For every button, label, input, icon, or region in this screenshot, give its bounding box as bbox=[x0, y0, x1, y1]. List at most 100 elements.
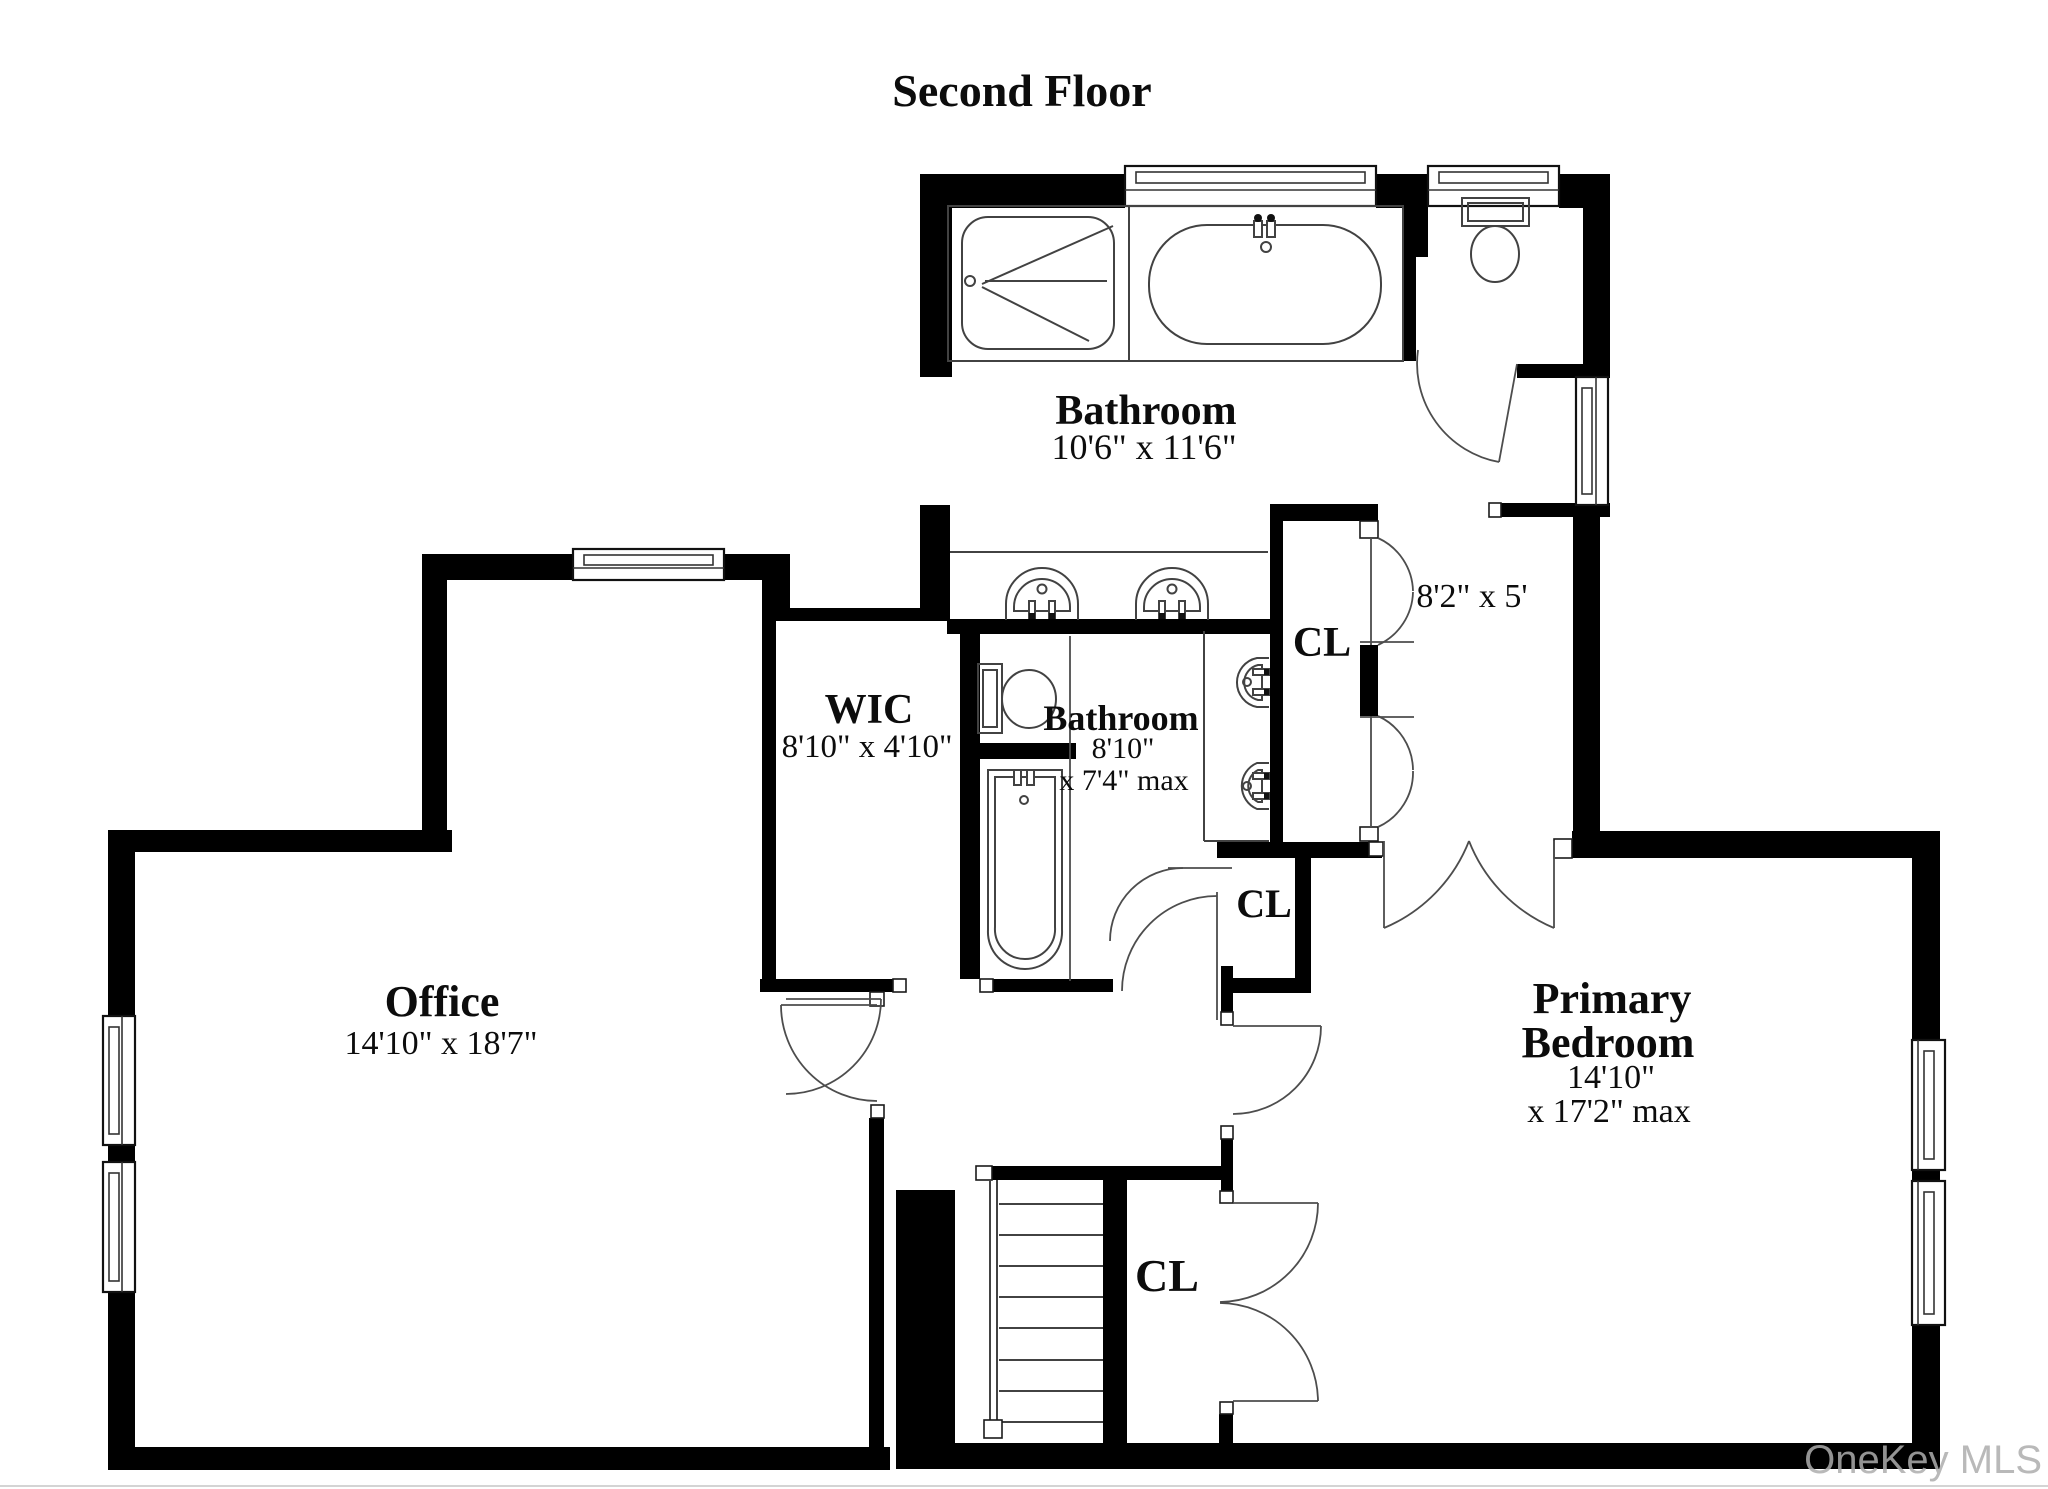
room-label-bathroom-main: Bathroom bbox=[1055, 388, 1236, 434]
office-door bbox=[780, 1004, 878, 1102]
wall bbox=[992, 1166, 1233, 1180]
wall bbox=[920, 505, 950, 621]
room-dim1-bedroom: 14'10" bbox=[1567, 1059, 1655, 1096]
wall bbox=[980, 743, 1076, 759]
window bbox=[1123, 164, 1378, 208]
room-dim2-bathroom-small: x 7'4" max bbox=[1059, 764, 1188, 797]
wall bbox=[1583, 174, 1610, 377]
door-jamb bbox=[1219, 1401, 1234, 1415]
fixtures bbox=[947, 197, 1530, 1439]
closet-label-hall: CL bbox=[1293, 620, 1351, 666]
newel-post bbox=[983, 1419, 1003, 1439]
wall bbox=[108, 1145, 135, 1162]
wall bbox=[422, 554, 447, 852]
door-jamb bbox=[1553, 838, 1573, 859]
wall bbox=[762, 608, 921, 621]
wall bbox=[896, 1190, 955, 1469]
wall bbox=[1912, 858, 1940, 1040]
wall bbox=[1912, 1170, 1940, 1181]
window bbox=[1910, 1038, 1947, 1172]
vanity-sinks bbox=[1203, 631, 1270, 842]
door-jamb bbox=[870, 1104, 885, 1119]
doors bbox=[780, 349, 1555, 1402]
wall bbox=[1219, 1414, 1233, 1443]
closet-label-lower: CL bbox=[1135, 1250, 1199, 1301]
room-dim2-bedroom: x 17'2" max bbox=[1527, 1093, 1691, 1130]
wall bbox=[896, 1443, 1940, 1469]
door-jamb bbox=[892, 978, 907, 993]
door-jambs bbox=[869, 502, 1573, 1415]
bathroom-door bbox=[1416, 349, 1518, 463]
wall bbox=[1221, 1180, 1233, 1191]
door-jamb bbox=[1359, 826, 1379, 842]
door-jamb bbox=[1488, 502, 1502, 518]
wall bbox=[422, 554, 573, 580]
wall bbox=[760, 979, 893, 992]
wall bbox=[1217, 842, 1382, 858]
wall bbox=[1572, 831, 1940, 858]
room-dim-bathroom-main: 10'6" x 11'6" bbox=[1051, 427, 1236, 467]
room-label-wic: WIC bbox=[825, 687, 914, 733]
wall bbox=[1221, 966, 1233, 1012]
wall bbox=[108, 1292, 135, 1470]
wall bbox=[108, 830, 135, 1016]
bathtub bbox=[1128, 205, 1404, 362]
bedroom-door bbox=[1232, 1025, 1322, 1115]
room-label-office: Office bbox=[385, 977, 500, 1026]
door-jamb bbox=[1368, 841, 1384, 857]
page-title: Second Floor bbox=[892, 65, 1151, 116]
room-label-bedroom-line1: Primary bbox=[1533, 974, 1692, 1023]
wall bbox=[1416, 174, 1428, 257]
entry-closet-doors bbox=[1109, 867, 1232, 1020]
wall bbox=[1232, 978, 1311, 993]
toilet bbox=[1461, 197, 1530, 283]
bathtub bbox=[986, 769, 1064, 971]
hall-closet-doors bbox=[1360, 537, 1414, 828]
wall bbox=[993, 979, 1113, 992]
room-label-bathroom-small: Bathroom bbox=[1043, 698, 1198, 738]
wall bbox=[108, 830, 452, 852]
window bbox=[1426, 164, 1561, 208]
window bbox=[101, 1160, 137, 1294]
wic-door bbox=[785, 998, 882, 1095]
door-jamb bbox=[1359, 520, 1379, 539]
wall bbox=[1403, 208, 1416, 361]
wall bbox=[108, 1447, 890, 1470]
window bbox=[571, 547, 726, 582]
walls bbox=[108, 174, 1940, 1470]
room-label-bedroom-line2: Bedroom bbox=[1522, 1018, 1695, 1067]
hall-dim: 8'2" x 5' bbox=[1416, 578, 1527, 615]
wall bbox=[1103, 1180, 1127, 1443]
labels: Second Floor Bathroom 10'6" x 11'6" WIC … bbox=[344, 65, 1694, 1301]
door-jamb bbox=[979, 978, 994, 993]
room-dim-office: 14'10" x 18'7" bbox=[344, 1025, 537, 1062]
door-jamb bbox=[1219, 1190, 1234, 1204]
room-dim1-bathroom-small: 8'10" bbox=[1092, 732, 1155, 765]
door-jamb bbox=[975, 1165, 993, 1181]
vanity-sinks bbox=[950, 551, 1268, 620]
toilet bbox=[977, 663, 1057, 734]
door-jamb bbox=[1220, 1125, 1234, 1140]
wall bbox=[1270, 504, 1378, 521]
wall bbox=[869, 1118, 884, 1469]
wall bbox=[762, 621, 776, 992]
staircase bbox=[983, 1180, 1103, 1439]
watermark: OneKey MLS bbox=[1804, 1438, 2042, 1482]
door-jamb bbox=[1220, 1011, 1234, 1026]
shower bbox=[947, 205, 1130, 362]
room-dim-wic: 8'10" x 4'10" bbox=[782, 729, 953, 765]
lower-closet-doors bbox=[1219, 1202, 1319, 1402]
windows bbox=[101, 164, 1947, 1327]
wall bbox=[1295, 858, 1311, 979]
wall bbox=[1517, 364, 1610, 378]
window bbox=[101, 1014, 137, 1147]
wall bbox=[1360, 645, 1378, 716]
bedroom-double-doors bbox=[1383, 840, 1555, 929]
wall bbox=[960, 621, 980, 979]
wall bbox=[920, 174, 952, 377]
wall bbox=[1573, 505, 1600, 858]
window bbox=[1910, 1179, 1947, 1327]
wall bbox=[1270, 504, 1283, 855]
